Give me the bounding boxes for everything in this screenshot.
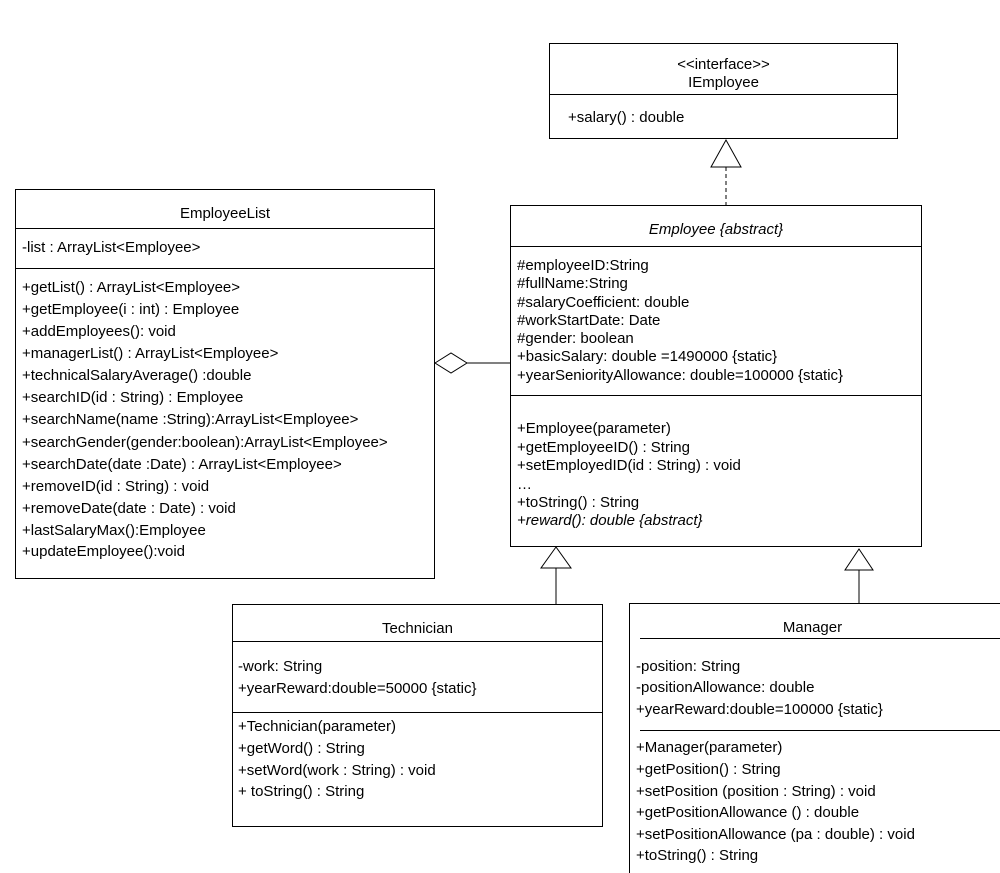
employee-class: Employee {abstract} #employeeID:String #… bbox=[510, 205, 922, 547]
compartment-divider bbox=[16, 228, 434, 229]
technician-generalization-arrowhead bbox=[540, 546, 572, 569]
method: +getWord() : String bbox=[238, 740, 365, 757]
attribute: +basicSalary: double =1490000 {static} bbox=[517, 348, 778, 365]
realization-arrowhead bbox=[710, 138, 742, 168]
employee-list-class: EmployeeList -list : ArrayList<Employee>… bbox=[15, 189, 435, 579]
method: +getEmployeeID() : String bbox=[517, 439, 690, 456]
method: + toString() : String bbox=[238, 783, 365, 800]
compartment-divider bbox=[16, 268, 434, 269]
attribute: #fullName:String bbox=[517, 275, 628, 292]
method: +addEmployees(): void bbox=[22, 323, 176, 340]
method: +salary() : double bbox=[568, 109, 685, 126]
class-name: Technician bbox=[382, 620, 453, 637]
compartment-divider bbox=[640, 730, 1000, 731]
method: +setPositionAllowance (pa : double) : vo… bbox=[636, 826, 915, 843]
attribute: #employeeID:String bbox=[517, 257, 649, 274]
attribute: -list : ArrayList<Employee> bbox=[22, 239, 201, 256]
method: +searchGender(gender:boolean):ArrayList<… bbox=[22, 434, 388, 451]
method: +setEmployedID(id : String) : void bbox=[517, 457, 741, 474]
class-name: IEmployee bbox=[688, 74, 759, 91]
method: +removeDate(date : Date) : void bbox=[22, 500, 236, 517]
method: +searchID(id : String) : Employee bbox=[22, 389, 244, 406]
compartment-divider bbox=[511, 395, 921, 396]
method: +managerList() : ArrayList<Employee> bbox=[22, 345, 279, 362]
attribute: -positionAllowance: double bbox=[636, 679, 815, 696]
class-name: Manager bbox=[782, 619, 843, 636]
method: +getPositionAllowance () : double bbox=[636, 804, 860, 821]
attribute: #salaryCoefficient: double bbox=[517, 294, 690, 311]
manager-class: Manager -position: String -positionAllow… bbox=[629, 603, 1000, 873]
technician-class: Technician -work: String +yearReward:dou… bbox=[232, 604, 603, 827]
method: +searchName(name :String):ArrayList<Empl… bbox=[22, 411, 359, 428]
compartment-divider bbox=[233, 641, 602, 642]
attribute: -position: String bbox=[636, 658, 741, 675]
method: +toString() : String bbox=[517, 494, 640, 511]
method: +Manager(parameter) bbox=[636, 739, 783, 756]
method: +lastSalaryMax():Employee bbox=[22, 522, 206, 539]
method: +Employee(parameter) bbox=[517, 420, 671, 437]
attribute: #gender: boolean bbox=[517, 330, 634, 347]
attribute: +yearReward:double=50000 {static} bbox=[238, 680, 477, 697]
attribute: +yearReward:double=100000 {static} bbox=[636, 701, 883, 718]
iemployee-class: <<interface>> IEmployee +salary() : doub… bbox=[549, 43, 898, 139]
method: +updateEmployee():void bbox=[22, 543, 186, 560]
method: +technicalSalaryAverage() :double bbox=[22, 367, 252, 384]
compartment-divider bbox=[550, 94, 897, 95]
aggregation-diamond bbox=[434, 352, 468, 374]
compartment-divider bbox=[233, 712, 602, 713]
interface-stereotype: <<interface>> bbox=[677, 56, 770, 73]
abstract-method: +reward(): double {abstract} bbox=[517, 512, 703, 529]
attribute: -work: String bbox=[238, 658, 323, 675]
attribute: #workStartDate: Date bbox=[517, 312, 661, 329]
method: +getList() : ArrayList<Employee> bbox=[22, 279, 241, 296]
class-name: EmployeeList bbox=[179, 205, 271, 222]
method: +setWord(work : String) : void bbox=[238, 762, 436, 779]
class-name: Employee {abstract} bbox=[648, 221, 784, 238]
compartment-divider bbox=[640, 638, 1000, 639]
manager-generalization-arrowhead bbox=[844, 548, 874, 571]
attribute: +yearSeniorityAllowance: double=100000 {… bbox=[517, 367, 844, 384]
method: +getPosition() : String bbox=[636, 761, 781, 778]
method: +removeID(id : String) : void bbox=[22, 478, 210, 495]
method: +searchDate(date :Date) : ArrayList<Empl… bbox=[22, 456, 342, 473]
method: +toString() : String bbox=[636, 847, 759, 864]
compartment-divider bbox=[511, 246, 921, 247]
method: +setPosition (position : String) : void bbox=[636, 783, 876, 800]
method: +Technician(parameter) bbox=[238, 718, 396, 735]
method: +getEmployee(i : int) : Employee bbox=[22, 301, 240, 318]
method-ellipsis: … bbox=[517, 476, 532, 493]
